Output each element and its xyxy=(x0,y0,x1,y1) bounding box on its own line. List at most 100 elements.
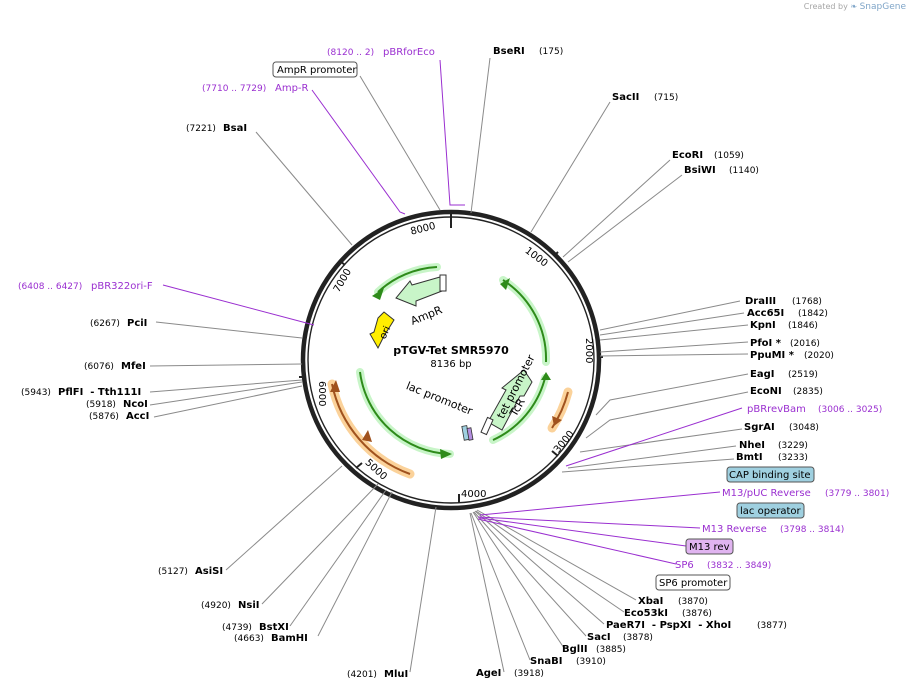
arrowhead-orange-1 xyxy=(330,380,340,392)
primer-position: (3006 .. 3025) xyxy=(818,405,882,415)
primer-label: pBRrevBam xyxy=(747,404,806,415)
enzyme-label: BstXI xyxy=(259,622,289,633)
enzyme-position: (1059) xyxy=(714,151,744,161)
arrowhead-tcr-top xyxy=(500,278,510,290)
enzyme-position: (2016) xyxy=(790,339,820,349)
boxed-feature-label: lac operator xyxy=(740,506,801,517)
primer-label: pBRforEco xyxy=(383,47,435,58)
enzyme-position: (3233) xyxy=(778,453,808,463)
enzyme-position: (2020) xyxy=(804,351,834,361)
enzyme-position: (4201) xyxy=(347,670,377,680)
feature-label-ampr: AmpR xyxy=(409,303,445,327)
boxed-feature-label: CAP binding site xyxy=(729,470,811,481)
ampr-arrow xyxy=(395,276,443,307)
primer-position: (3798 .. 3814) xyxy=(780,525,844,535)
tick-marks xyxy=(299,214,603,503)
enzyme-position: (5127) xyxy=(158,567,188,577)
enzyme-position: (1768) xyxy=(792,297,822,307)
enzyme-position: (1846) xyxy=(788,321,818,331)
enzyme-position: (6267) xyxy=(90,319,120,329)
tcr-arc2 xyxy=(492,377,546,441)
enzyme-position: (7221) xyxy=(186,124,216,134)
enzyme-label: AgeI xyxy=(476,668,501,679)
enzyme-label: BmtI xyxy=(736,452,763,463)
enzyme-position: (3910) xyxy=(576,657,606,667)
arrowhead-orange-2 xyxy=(362,430,372,442)
enzyme-position: (3870) xyxy=(678,597,708,607)
enzyme-label: BsaI xyxy=(223,123,247,134)
enzyme-position: (1842) xyxy=(798,309,828,319)
boxed-feature-label: AmpR promoter xyxy=(277,65,357,76)
enzyme-position: (5918) xyxy=(86,400,116,410)
sp6-promoter-box xyxy=(655,574,731,591)
enzyme-position: (1140) xyxy=(729,166,759,176)
plasmid-name: pTGV-Tet SMR5970 xyxy=(393,344,509,357)
enzyme-position: (4663) xyxy=(234,634,264,644)
enzyme-label: EcoRI xyxy=(672,150,703,161)
enzyme-position: (4920) xyxy=(201,601,231,611)
primer-label: Amp-R xyxy=(275,83,309,94)
primer-position: (8120 .. 2) xyxy=(327,48,374,58)
lac-operator-box xyxy=(736,502,805,519)
enzyme-position: (3878) xyxy=(623,633,653,643)
tick-2000: 2000 xyxy=(583,338,594,363)
enzyme-label: NcoI xyxy=(123,399,148,410)
arrowhead-lac xyxy=(440,449,452,459)
enzyme-position: (5876) xyxy=(89,412,119,422)
tick-6000: 6000 xyxy=(316,381,327,406)
cap-binding-site-box xyxy=(726,466,815,483)
enzyme-position: (3877) xyxy=(757,621,787,631)
enzyme-label: MfeI xyxy=(121,361,146,372)
enzyme-label: PfoI * xyxy=(750,338,782,349)
tet-promoter-mark xyxy=(480,416,494,436)
enzyme-label: PpuMI * xyxy=(750,350,795,361)
enzyme-position: (2835) xyxy=(793,387,823,397)
m13-rev-box xyxy=(685,538,734,555)
primer-position: (7710 .. 7729) xyxy=(202,84,266,94)
orange-arc-right xyxy=(551,391,569,429)
tcr-arc-glow xyxy=(499,276,551,366)
tick-4000: 4000 xyxy=(461,489,486,500)
snapgene-logo-icon: ❧ xyxy=(850,2,858,11)
enzyme-position: (5943) xyxy=(21,388,51,398)
feature-label-ori: ori xyxy=(378,325,393,341)
enzyme-label: SacI xyxy=(587,632,611,643)
enzyme-label: SgrAI xyxy=(744,422,775,433)
enzyme-label: Eco53kI xyxy=(624,608,668,619)
enzyme-label: NheI xyxy=(739,440,765,451)
enzyme-label: DraIII xyxy=(745,296,776,307)
enzyme-label: BsiWI xyxy=(684,165,716,176)
enzyme-label: EcoNI xyxy=(750,386,782,397)
enzyme-leaders xyxy=(149,57,749,673)
ori-arrow xyxy=(369,311,395,350)
primer-label: M13 Reverse xyxy=(702,524,767,535)
enzyme-label: EagI xyxy=(750,369,774,380)
primer-leaders xyxy=(162,59,743,565)
enzyme-position: (2519) xyxy=(788,370,818,380)
lac-arc xyxy=(359,371,451,455)
enzyme-label: KpnI xyxy=(750,320,776,331)
arrowhead-tcr-mid xyxy=(541,372,551,380)
boxed-feature-label: SP6 promoter xyxy=(659,578,728,589)
tcr-arrow xyxy=(487,369,533,431)
orange-arc-left xyxy=(331,383,411,475)
m13-rev-mark xyxy=(466,427,474,441)
enzyme-label: SnaBI xyxy=(530,656,562,667)
primer-label: pBR322ori-F xyxy=(91,281,153,292)
primer-position: (3779 .. 3801) xyxy=(825,489,889,499)
credit-brand: SnapGene xyxy=(859,2,906,12)
tcr-arc xyxy=(502,279,548,363)
enzyme-label: SacII xyxy=(612,92,639,103)
ampr-promoter-box xyxy=(272,61,358,78)
credit-prefix: Created by xyxy=(803,2,848,11)
enzyme-label: BglII xyxy=(562,644,588,655)
enzyme-labels: BseRI (175) SacII (715) EcoRI (1059) Bsi… xyxy=(21,46,834,680)
enzyme-position: (715) xyxy=(654,93,678,103)
enzyme-label: NsiI xyxy=(238,600,259,611)
enzyme-label: AccI xyxy=(126,411,149,422)
enzyme-label: Acc65I xyxy=(747,308,784,319)
enzyme-label: XbaI xyxy=(638,596,663,607)
enzyme-position: (4739) xyxy=(222,623,252,633)
enzyme-label: PflFI - Tth111I xyxy=(58,387,141,398)
